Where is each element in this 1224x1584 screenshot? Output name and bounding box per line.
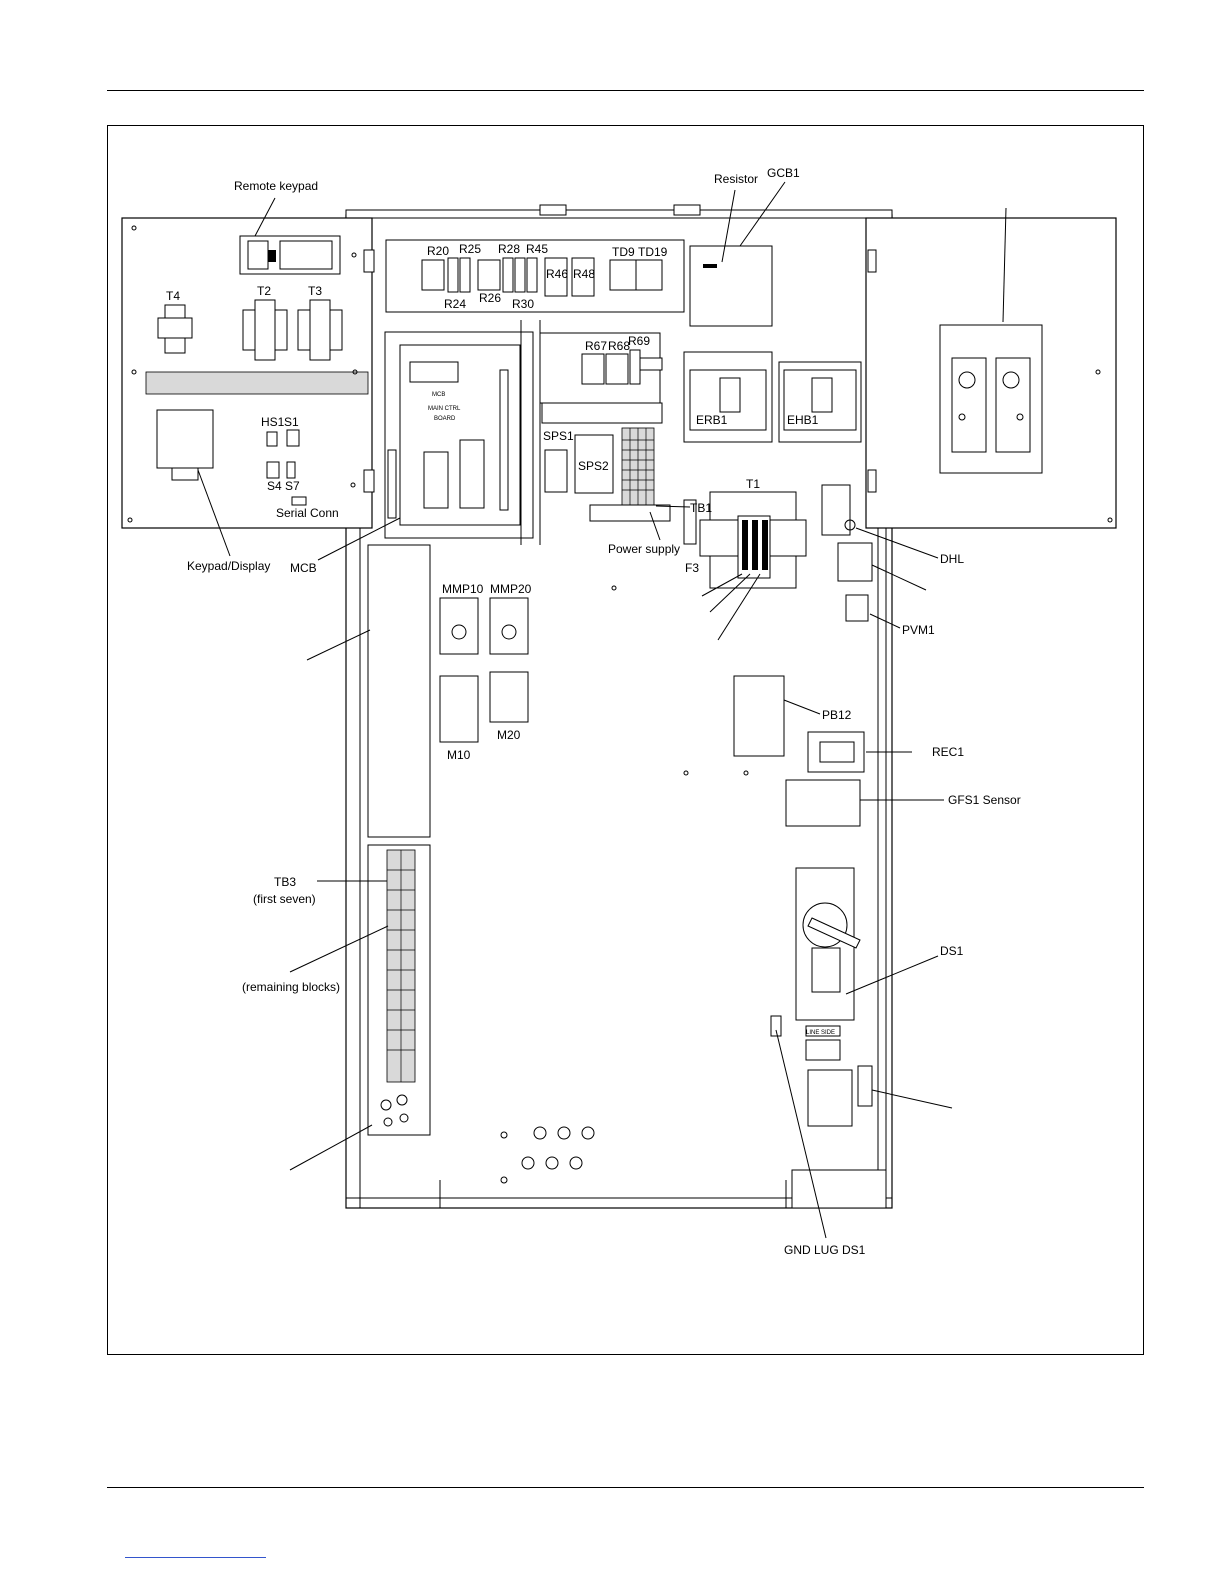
label-rec1: REC1 [932, 745, 964, 759]
header-rule [107, 90, 1144, 91]
label-r20: R20 [427, 244, 449, 258]
line-side-label: LINE SIDE [806, 1030, 835, 1036]
label-erb1: ERB1 [696, 413, 728, 427]
label-serial-conn: Serial Conn [276, 506, 339, 520]
label-r30: R30 [512, 297, 534, 311]
label-t3: T3 [308, 284, 322, 298]
label-power-supply: Power supply [608, 542, 680, 556]
tb1-block [621, 427, 655, 507]
label-hs1: HS1 [261, 415, 285, 429]
label-r46: R46 [546, 267, 568, 281]
label-tb1: TB1 [690, 501, 712, 515]
t1-transformer [699, 491, 807, 589]
label-r48: R48 [573, 267, 595, 281]
mcb-board-title: MCB [432, 392, 445, 398]
label-s4: S4 [267, 479, 282, 493]
keypad-display-component [156, 409, 214, 481]
footer-rule [107, 1487, 1144, 1488]
mcb-board-line2: BOARD [434, 416, 456, 422]
label-gnd-lug-ds1: GND LUG DS1 [784, 1243, 866, 1257]
ds1-disconnect: LINE SIDE [795, 867, 873, 1127]
gfs1-component [785, 779, 861, 827]
label-resistor: Resistor [714, 172, 758, 186]
label-ds1: DS1 [940, 944, 964, 958]
label-t1: T1 [746, 477, 760, 491]
t2-transformer [242, 299, 288, 361]
label-s1: S1 [284, 415, 299, 429]
label-t4: T4 [166, 289, 180, 303]
label-ehb1: EHB1 [787, 413, 819, 427]
label-gcb1: GCB1 [767, 166, 800, 180]
gcb1-component [689, 245, 773, 327]
label-pvm1: PVM1 [902, 623, 935, 637]
label-sps2: SPS2 [578, 459, 609, 473]
knockouts [500, 585, 749, 1184]
labels: Remote keypad Resistor GCB1 T4 T2 T3 HS1… [166, 166, 1021, 1257]
remote-keypad-component [239, 235, 341, 275]
erb1-ehb1-boxes [683, 351, 862, 443]
motor-protectors [439, 597, 529, 743]
label-r25: R25 [459, 242, 481, 256]
label-remaining-blocks: (remaining blocks) [242, 980, 340, 994]
label-f3: F3 [685, 561, 699, 575]
left-terminal-column [367, 544, 431, 1136]
label-mmp20: MMP20 [490, 582, 532, 596]
label-first-seven: (first seven) [253, 892, 316, 906]
label-mmp10: MMP10 [442, 582, 484, 596]
label-tb3: TB3 [274, 875, 296, 889]
label-r67: R67 [585, 339, 607, 353]
label-r26: R26 [479, 291, 501, 305]
label-mcb: MCB [290, 561, 317, 575]
figure-frame [107, 125, 1144, 1355]
label-sps1: SPS1 [543, 429, 574, 443]
right-door [865, 217, 1117, 529]
label-m10: M10 [447, 748, 471, 762]
label-r24: R24 [444, 297, 466, 311]
t4-transformer [157, 304, 193, 354]
label-t2: T2 [257, 284, 271, 298]
mcb-board: MCB MAIN CTRL BOARD [384, 331, 534, 539]
label-s7: S7 [285, 479, 300, 493]
label-r28: R28 [498, 242, 520, 256]
pb12-component [733, 675, 785, 757]
label-r68: R68 [608, 339, 630, 353]
label-keypad-display: Keypad/Display [187, 559, 270, 573]
label-r45: R45 [526, 242, 548, 256]
left-door [121, 217, 375, 529]
label-r69: R69 [628, 334, 650, 348]
label-pb12: PB12 [822, 708, 852, 722]
label-remote-keypad: Remote keypad [234, 179, 318, 193]
leader-lines [197, 181, 1007, 1239]
resistor-rail [385, 239, 685, 313]
label-td9: TD9 [612, 245, 635, 259]
label-td19: TD19 [638, 245, 668, 259]
t3-transformer [297, 299, 343, 361]
label-gfs1-sensor: GFS1 Sensor [948, 793, 1021, 807]
mcb-board-line1: MAIN CTRL [428, 406, 461, 412]
footer-link-underline [125, 1557, 266, 1558]
label-m20: M20 [497, 728, 521, 742]
label-dhl: DHL [940, 552, 964, 566]
